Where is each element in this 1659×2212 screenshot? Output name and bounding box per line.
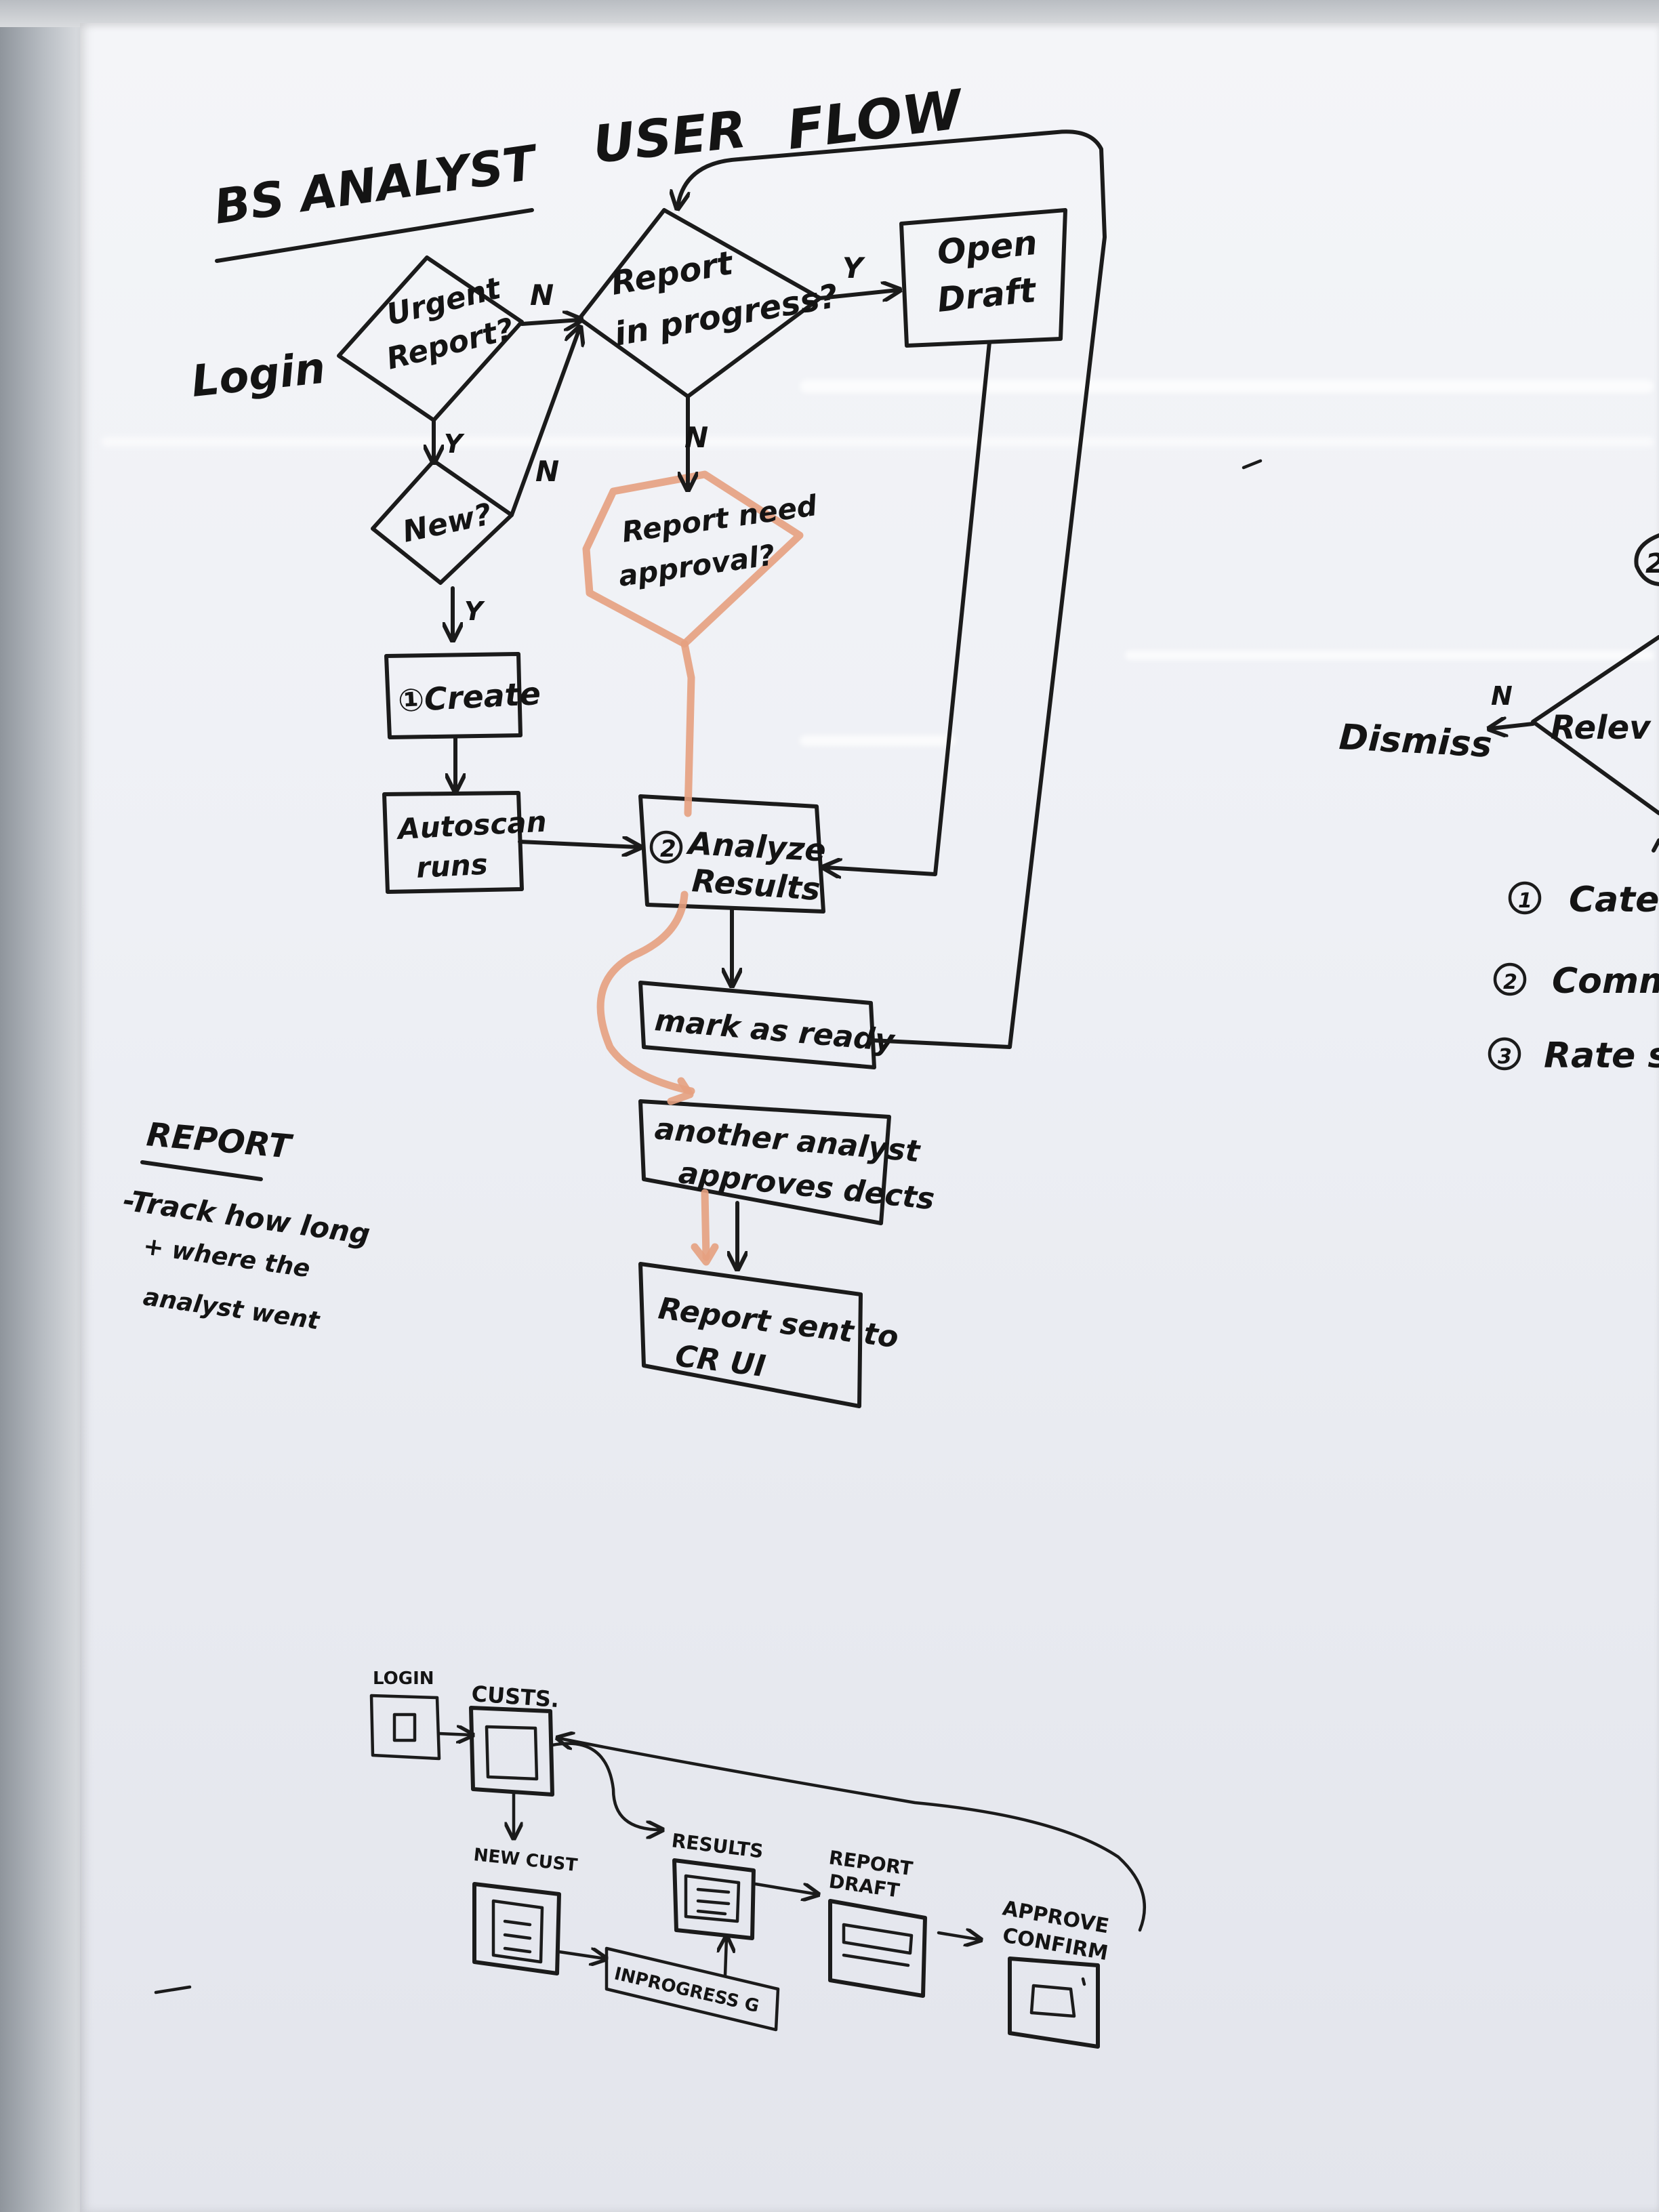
right-partial-diagram: Relev N Dismiss 2 1 Categ 2 Comme 3 Rate… [1338,533,1659,1076]
decision-new: New? [371,459,514,585]
dismiss-label: Dismiss [1338,717,1493,766]
light-glare [102,437,1654,447]
whiteboard-frame-top [0,0,1659,27]
svg-text:CR UI: CR UI [674,1338,768,1384]
decision-urgent-report: Urgent Report? [337,255,524,422]
edge-labels: N Y N Y Y N [444,251,865,626]
svg-text:Autoscan: Autoscan [395,805,548,846]
highlight-path [596,640,719,1266]
notes-heading: REPORT [145,1115,295,1166]
box-report-sent: Report sent to CR UI [638,1262,901,1408]
flow-connectors [434,129,1107,1267]
notes-line: analyst went [142,1283,323,1335]
box-open-draft: Open Draft [899,208,1067,348]
screen-approve-confirm [1008,1957,1100,2049]
box-create: ①Create [384,652,541,739]
edge-label-y: Y [444,429,465,459]
decision-relevant-label: Relev [1551,709,1652,747]
box-analyze-results: 2 Analyze Results [638,794,827,914]
title-underline [215,208,534,263]
svg-text:Report: Report [608,244,737,303]
screen-custs [469,1706,554,1797]
edge-label-y: Y [464,596,485,626]
svg-text:New?: New? [400,497,495,550]
start-login-label: Login [189,344,328,407]
title-part-2: USER [590,99,750,175]
edge-label-y: Y [842,251,865,285]
screen-in-progress [605,1946,780,2032]
screen-results [672,1858,756,1940]
screen-label-new-cust: NEW CUST [472,1845,578,1876]
svg-text:Analyze: Analyze [685,825,827,869]
screen-report-draft [828,1899,927,1998]
svg-text:runs: runs [415,848,489,884]
edge-label-n: N [535,455,559,488]
box-autoscan-runs: Autoscan runs [382,791,548,894]
box-mark-as-ready: mark as ready [638,981,897,1069]
edge-label-n: N [530,279,554,312]
svg-text:Results: Results [691,862,821,907]
notes-line: + where the [142,1232,312,1283]
box-another-analyst-approves: another analyst approves dects [638,1099,936,1225]
svg-text:2: 2 [660,836,676,863]
stray-mark [154,1985,192,1994]
screen-label-results: RESULTS [670,1829,764,1862]
title-part-1: BS ANALYST [211,134,543,234]
notes-heading-underline [140,1160,263,1181]
screen-new-cust [472,1882,561,1975]
svg-text:①Create: ①Create [397,675,541,719]
diagram-title: BS ANALYST USER FLOW [211,78,968,263]
decision-report-in-progress: Report in progress? [577,208,841,398]
report-notes: REPORT -Track how long + where the analy… [121,1115,372,1335]
whiteboard-frame-left [0,0,95,2212]
edge-label-n: N [1491,681,1513,711]
screen-flow-sketch: LOGIN CUSTS. NEW CUST INPROGRESS G RESUL… [369,1668,1146,2049]
light-glare [800,735,956,746]
list-number: 3 [1498,1045,1512,1069]
light-glare [1125,651,1654,660]
svg-text:Draft: Draft [935,270,1039,320]
decision-report-need-approval: Report need approval? [582,470,819,648]
screen-login [369,1694,441,1761]
screen-label-login: LOGIN [373,1668,434,1689]
list-item: Comme [1552,961,1659,1002]
svg-text:Open: Open [935,223,1039,272]
list-number: 2 [1503,970,1517,994]
list-item: Categ [1569,880,1659,920]
light-glare [800,380,1654,393]
list-item: Rate s [1544,1036,1659,1076]
edge-label-n: N [684,421,708,454]
list-number: 1 [1518,889,1532,913]
step-number: 2 [1645,548,1659,579]
stray-mark [1242,459,1263,470]
